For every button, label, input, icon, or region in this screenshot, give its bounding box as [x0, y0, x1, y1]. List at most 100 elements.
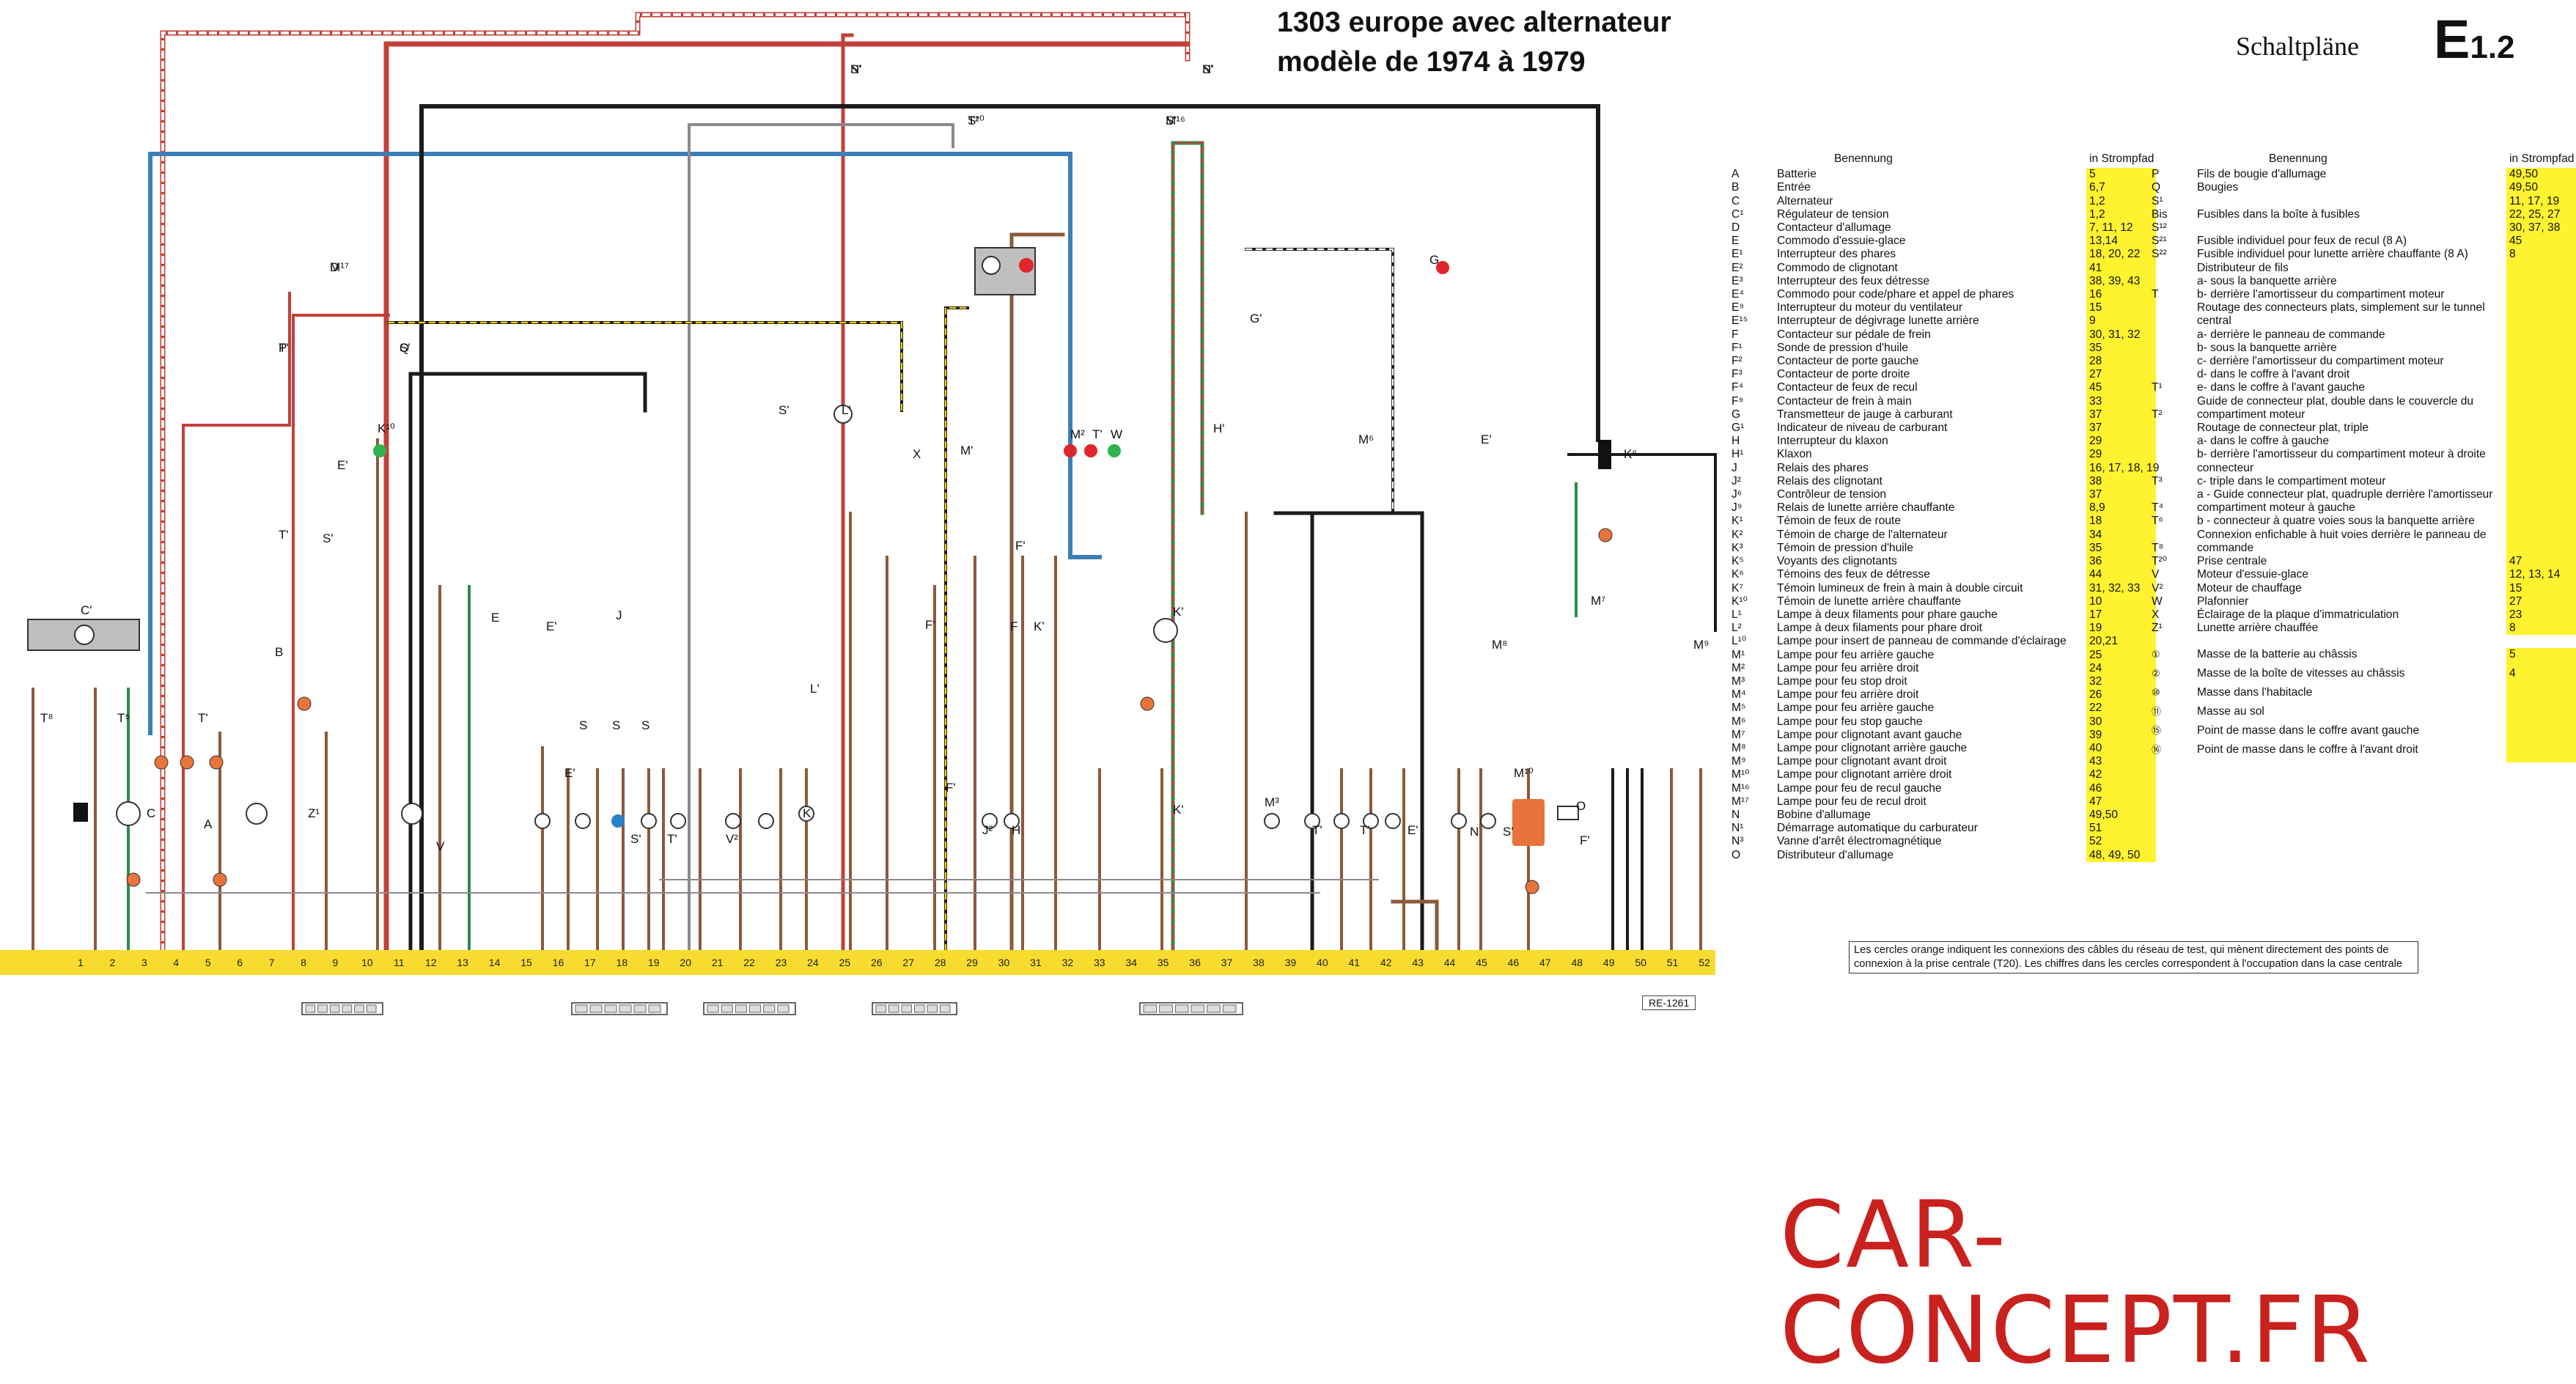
components-layer: [27, 247, 1613, 894]
component-label: J²: [982, 823, 993, 837]
connector-pin: [317, 1004, 328, 1013]
legend-description: Interrupteur de dégivrage lunette arrièr…: [1777, 314, 1979, 328]
legend-description: commande: [2197, 541, 2254, 554]
legend-key: A: [1732, 168, 1740, 181]
legend-description: Entrée: [1777, 181, 1811, 194]
legend-key: E⁹: [1732, 301, 1745, 314]
legend-strompfad: 5: [2506, 648, 2576, 668]
legend-description: Lampe pour insert de panneau de commande…: [1777, 635, 2067, 648]
legend-strompfad: [2506, 328, 2576, 342]
test-circle-icon: [1140, 696, 1155, 711]
lamp-icon: [1004, 813, 1020, 829]
legend-row: Routage des connecteurs plats, simplemen…: [2152, 301, 2576, 315]
legend-strompfad: 43: [2086, 755, 2156, 769]
lamp-icon: [1304, 813, 1320, 829]
legend-strompfad: 38: [2086, 474, 2156, 489]
strompfad-number: 39: [1285, 957, 1297, 968]
legend-key: L²: [1732, 622, 1742, 635]
strompfad-number: 22: [743, 957, 755, 968]
legend-key: F²: [1732, 355, 1743, 368]
legend-key: K³: [1732, 541, 1743, 554]
indicator-lamp-red-icon: [1064, 444, 1077, 457]
connector-pin: [927, 1004, 938, 1013]
legend-left-header: Benennung in Strompfad: [1732, 152, 2156, 166]
lamp-icon: [670, 813, 686, 829]
component-label: S': [779, 403, 790, 417]
strompfad-number: 40: [1317, 957, 1328, 968]
wire-red-k: [841, 33, 854, 952]
legend-key: D: [1732, 221, 1740, 235]
connector-pin: [648, 1004, 661, 1013]
legend-strompfad: 10: [2086, 595, 2156, 608]
sheet-label: Schaltpläne: [2236, 32, 2359, 61]
component-label: N: [1470, 825, 1479, 839]
component-label: K': [1173, 803, 1184, 817]
component-label: M²: [1070, 427, 1085, 441]
legend-description: Lampe pour feu stop droit: [1777, 674, 1907, 688]
strompfad-number: 49: [1603, 957, 1615, 968]
strompfad-number: 34: [1125, 957, 1137, 968]
strompfad-number: 3: [141, 957, 147, 968]
legend-key: G¹: [1732, 422, 1745, 435]
legend-key: W: [2152, 595, 2163, 608]
legend-strompfad: 8: [2506, 622, 2576, 636]
legend-strompfad: 4: [2506, 667, 2576, 687]
strompfad-number: 13: [457, 957, 468, 968]
legend-strompfad: [2506, 686, 2576, 706]
component-label: H': [1213, 422, 1225, 435]
legend-strompfad: 20,21: [2086, 635, 2156, 649]
component-label: M': [960, 443, 973, 457]
warning-lamp-icon: [1019, 258, 1034, 273]
legend-key: L¹⁰: [1732, 635, 1747, 648]
legend-description: Interrupteur des feux détresse: [1777, 274, 1930, 287]
component-label: K: [803, 806, 812, 820]
connector-pin: [735, 1004, 747, 1013]
battery-motor-icon: [246, 803, 268, 825]
spark-plug-wire-icon: [1557, 806, 1579, 820]
legend-key: J⁹: [1732, 501, 1743, 515]
legend-description: Interrupteur des phares: [1777, 248, 1896, 261]
legend-description: Lampe pour feu arrière droit: [1777, 688, 1919, 702]
legend-key: F⁴: [1732, 381, 1744, 394]
strompfad-number: 32: [1062, 957, 1074, 968]
legend-key: M⁹: [1732, 755, 1746, 768]
legend-key: Q: [2152, 181, 2161, 194]
legend-strompfad: 34: [2086, 528, 2156, 542]
strompfad-number: 42: [1380, 957, 1392, 968]
strompfad-number: 18: [617, 957, 628, 968]
component-label: V²: [726, 832, 738, 846]
legend-key: [2152, 328, 2197, 342]
legend-description: Interrupteur du klaxon: [1777, 435, 1888, 448]
legend-strompfad: 48, 49, 50: [2086, 848, 2156, 862]
strompfad-number: 15: [520, 957, 532, 968]
legend-key: K⁶: [1732, 568, 1744, 581]
legend-key: [2152, 275, 2197, 288]
legend-description: Contacteur de porte droite: [1777, 368, 1910, 381]
fuel-gauge-icon: [1153, 618, 1178, 643]
wires-layer: [32, 12, 1717, 953]
legend-description: a- derrière le panneau de commande: [2197, 328, 2385, 341]
legend-description: c- derrière l'amortisseur du compartimen…: [2197, 355, 2444, 368]
lamp-icon: [798, 806, 814, 822]
component-label: S': [1503, 825, 1514, 839]
legend-strompfad: [2506, 541, 2576, 556]
strompfad-number: 6: [237, 957, 243, 968]
component-label: F': [925, 618, 935, 632]
strompfad-number: 9: [333, 957, 339, 968]
component-label: T⁸: [40, 711, 54, 725]
legend-description: Sonde de pression d'huile: [1777, 341, 1908, 354]
legend-description: Interrupteur du moteur du ventilateur: [1777, 301, 1963, 314]
